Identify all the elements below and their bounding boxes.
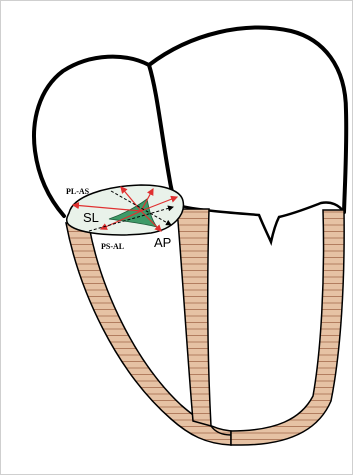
label-sl: SL [83,210,99,225]
right-atrium-outline [149,28,346,212]
interventricular-septum [177,209,211,426]
right-ventricle-free-wall [231,210,344,445]
interatrial-septum [149,65,176,205]
label-pl-as: PL-AS [66,187,90,196]
label-ap: AP [154,235,171,250]
label-ps-al: PS-AL [101,242,124,251]
